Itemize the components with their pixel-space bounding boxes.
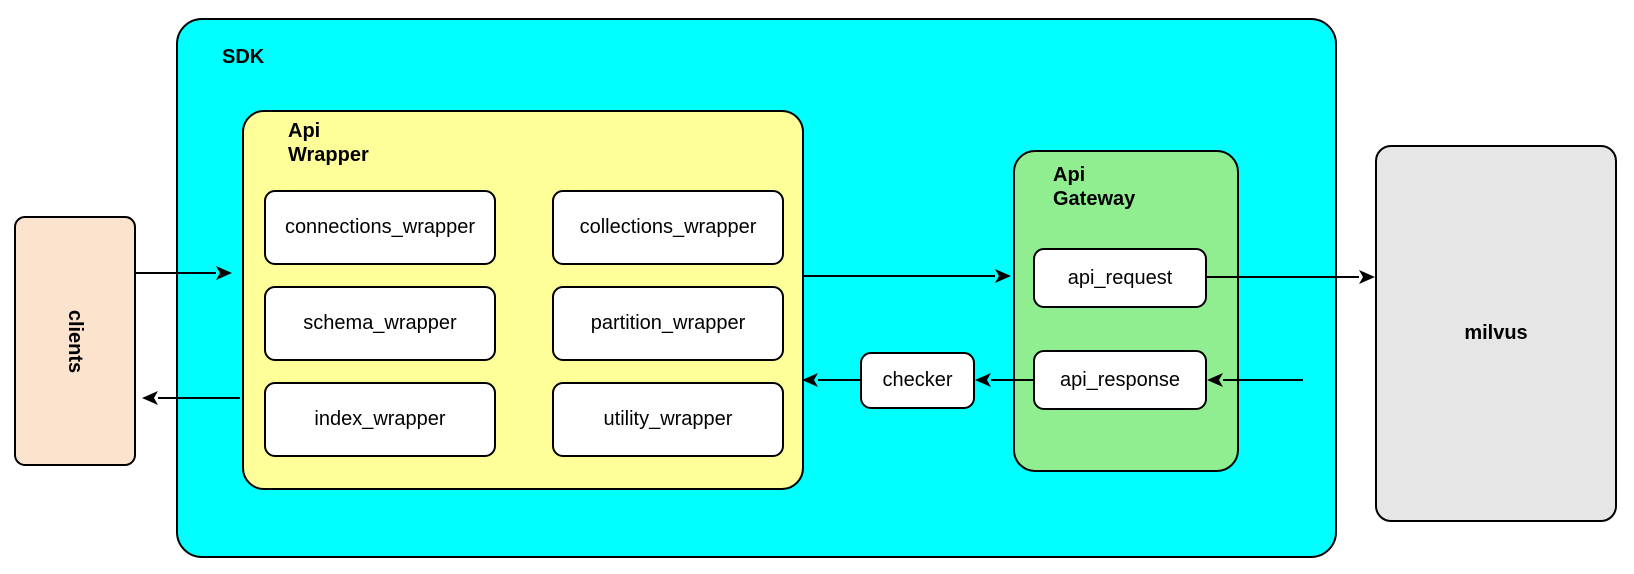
module-api-response[interactable]: api_response: [1033, 350, 1207, 410]
module-label: utility_wrapper: [603, 408, 733, 430]
module-partition-wrapper[interactable]: partition_wrapper: [552, 286, 784, 361]
node-milvus[interactable]: milvus: [1375, 145, 1617, 522]
module-collections-wrapper[interactable]: collections_wrapper: [552, 190, 784, 265]
module-label: partition_wrapper: [590, 312, 746, 334]
module-label: api_request: [1067, 266, 1173, 289]
module-label: index_wrapper: [314, 408, 446, 430]
edge-milvus-to-api-response: [1207, 373, 1303, 387]
module-label: schema_wrapper: [303, 312, 457, 334]
edge-api-wrapper-to-api-gateway: [802, 269, 1011, 283]
edge-checker-to-api-wrapper: [802, 373, 860, 387]
api-gateway-label: Api Gateway: [1053, 164, 1136, 210]
checker-label: checker: [882, 369, 953, 391]
module-label: api_response: [1059, 368, 1181, 391]
node-clients[interactable]: clients: [14, 216, 136, 466]
module-label: collections_wrapper: [579, 216, 757, 238]
module-api-request[interactable]: api_request: [1033, 248, 1207, 308]
api-wrapper-label: Api Wrapper: [288, 120, 369, 166]
module-connections-wrapper[interactable]: connections_wrapper: [264, 190, 496, 265]
edge-clients-to-api-wrapper: [136, 266, 232, 280]
module-utility-wrapper[interactable]: utility_wrapper: [552, 382, 784, 457]
module-index-wrapper[interactable]: index_wrapper: [264, 382, 496, 457]
module-schema-wrapper[interactable]: schema_wrapper: [264, 286, 496, 361]
edge-api-wrapper-to-clients: [142, 391, 240, 405]
node-api-gateway-container[interactable]: Api Gateway: [1013, 150, 1239, 472]
node-checker[interactable]: checker: [860, 352, 975, 409]
edge-api-request-to-milvus: [1207, 270, 1375, 284]
sdk-label: SDK: [222, 46, 265, 68]
module-label: connections_wrapper: [284, 216, 476, 238]
milvus-label: milvus: [1464, 322, 1528, 344]
edge-api-response-to-checker: [975, 373, 1033, 387]
